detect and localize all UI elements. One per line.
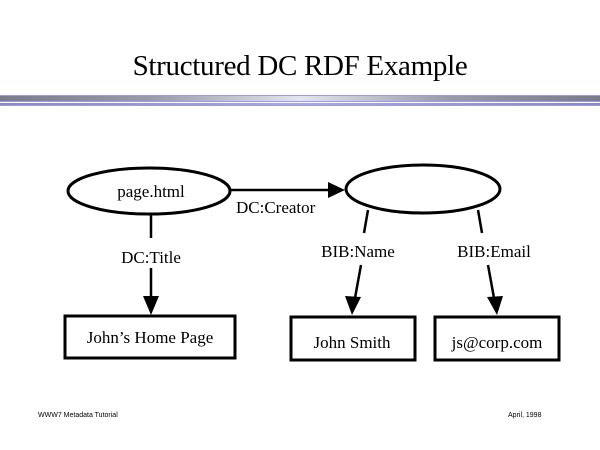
node-page-label: page.html [117, 182, 185, 201]
footer-left: WWW7 Metadata Tutorial [38, 412, 118, 419]
arrowhead-icon [143, 296, 159, 315]
edge-email: BIB:Email [457, 209, 531, 315]
node-email: js@corp.com [433, 315, 561, 362]
edge-name-label: BIB:Name [321, 242, 395, 261]
node-email-label: js@corp.com [451, 333, 543, 352]
node-creator [344, 163, 502, 215]
arrowhead-icon [328, 182, 345, 198]
arrowhead-icon [345, 296, 361, 315]
title-divider-bottom [0, 103, 600, 106]
edge-creator: DC:Creator [231, 182, 345, 217]
edge-title-label: DC:Title [121, 248, 181, 267]
node-page: page.html [66, 166, 232, 216]
footer-right: April, 1998 [508, 412, 542, 419]
edge-creator-label: DC:Creator [236, 198, 316, 217]
edge-title: DC:Title [121, 215, 181, 315]
arrowhead-icon [487, 296, 503, 315]
node-home-page: John’s Home Page [63, 314, 237, 360]
node-home-page-label: John’s Home Page [87, 328, 214, 347]
edge-name: BIB:Name [321, 209, 395, 315]
edge-email-label: BIB:Email [457, 242, 531, 261]
node-name-label: John Smith [314, 333, 391, 352]
slide-title: Structured DC RDF Example [132, 50, 468, 82]
title-divider-top [0, 95, 600, 102]
node-name: John Smith [289, 315, 417, 362]
